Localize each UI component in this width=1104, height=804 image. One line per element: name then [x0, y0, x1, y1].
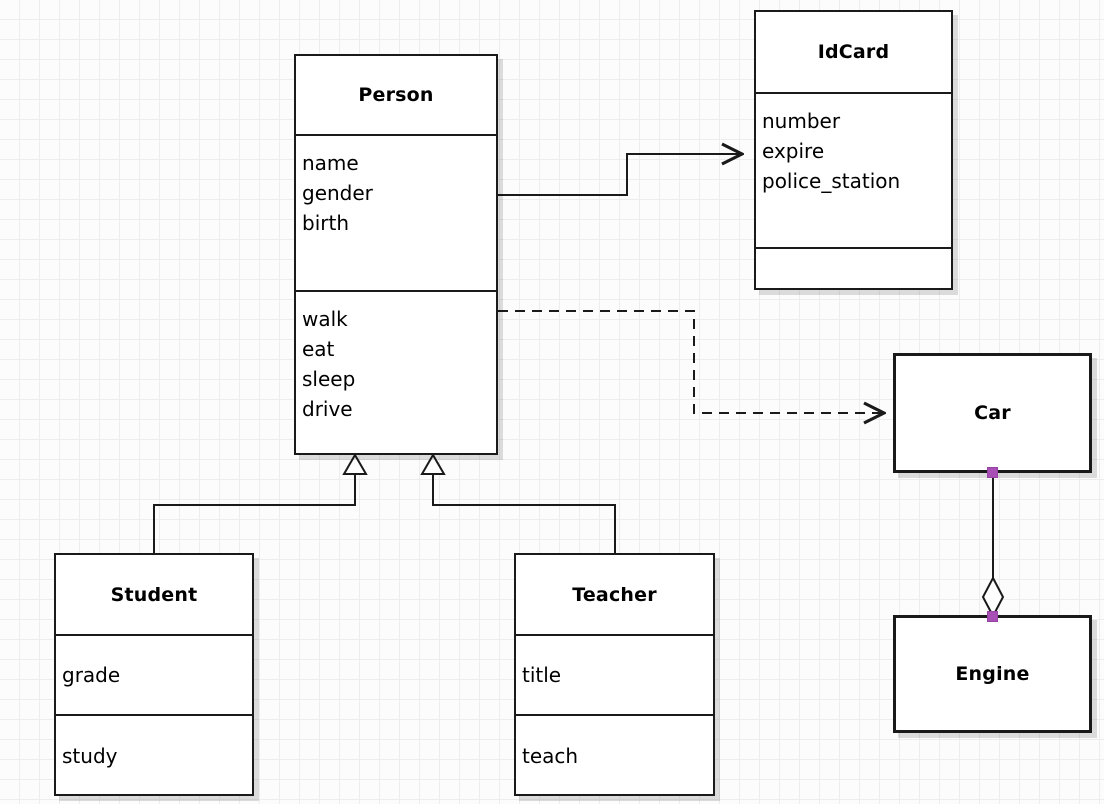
class-name-student: Student [110, 583, 198, 606]
method: drive [302, 397, 353, 421]
class-box-teacher[interactable]: Teacher title teach [514, 553, 715, 796]
class-attributes-idcard: number expire police_station [756, 92, 951, 247]
class-box-engine[interactable]: Engine [893, 615, 1092, 733]
class-box-person[interactable]: Person name gender birth walk eat sleep … [294, 54, 498, 455]
class-attributes-teacher: title [516, 634, 713, 714]
class-box-idcard[interactable]: IdCard number expire police_station [754, 10, 953, 290]
connector-association-person-idcard[interactable] [498, 154, 742, 196]
class-name-engine: Engine [955, 663, 1030, 685]
method: sleep [302, 367, 356, 391]
connector-dependency-person-car[interactable] [498, 310, 884, 413]
attribute: title [522, 663, 562, 687]
class-attributes-student: grade [56, 634, 252, 714]
class-methods-person: walk eat sleep drive [296, 290, 496, 453]
class-name-teacher: Teacher [572, 583, 657, 606]
class-methods-idcard [756, 247, 951, 288]
class-attributes-person: name gender birth [296, 134, 496, 290]
connector-generalization-teacher-person[interactable] [420, 453, 616, 553]
method: eat [302, 337, 335, 361]
attribute: expire [762, 139, 825, 163]
connector-endpoint-handle-engine[interactable] [987, 611, 998, 622]
connector-endpoint-handle-car[interactable] [987, 467, 998, 478]
class-name-car: Car [974, 402, 1011, 424]
method: study [62, 744, 118, 768]
class-methods-teacher: teach [516, 714, 713, 796]
class-methods-student: study [56, 714, 252, 796]
class-name-person: Person [358, 84, 434, 106]
method: walk [302, 307, 348, 331]
attribute: number [762, 109, 841, 133]
class-box-student[interactable]: Student grade study [54, 553, 254, 796]
hollow-triangle-arrowhead [342, 453, 368, 475]
method: teach [522, 744, 579, 768]
attribute: grade [62, 663, 121, 687]
attribute: name [302, 151, 359, 175]
class-name-idcard: IdCard [817, 41, 890, 63]
attribute: gender [302, 181, 373, 205]
class-box-car[interactable]: Car [893, 353, 1092, 473]
attribute: birth [302, 211, 349, 235]
connector-generalization-student-person[interactable] [153, 453, 368, 553]
hollow-triangle-arrowhead [420, 453, 446, 475]
attribute: police_station [762, 169, 901, 193]
connector-aggregation-car-engine[interactable] [981, 471, 1005, 619]
